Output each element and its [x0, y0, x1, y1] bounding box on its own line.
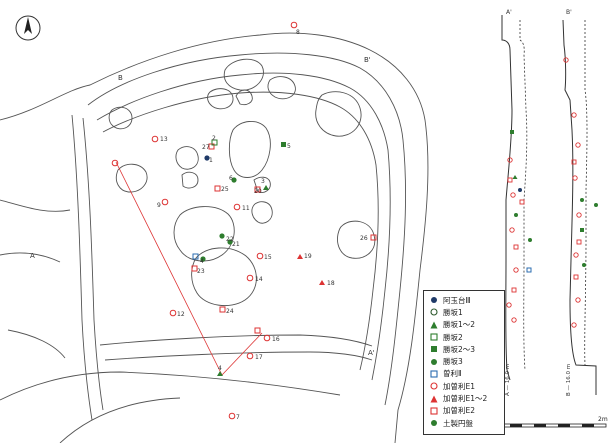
open-square-symbol-icon	[430, 333, 438, 341]
pit-label: 12	[177, 311, 185, 318]
pit-label: 20	[254, 188, 262, 195]
pit-label: 1	[209, 157, 213, 164]
pit-label: 25	[221, 186, 229, 193]
pit-label: 4	[218, 365, 222, 372]
pit-label: 8	[296, 29, 300, 36]
legend: 阿玉台Ⅲ 勝坂1 勝坂1〜2 勝坂2 勝坂2〜3 勝坂3 曽利Ⅱ 加曽利E1 加曽利E1〜2 加曽…	[423, 290, 505, 435]
pit-label: 18	[327, 280, 335, 287]
open-square-symbol-icon	[430, 407, 438, 415]
pit-label: 24	[226, 308, 234, 315]
pit-label: 19	[304, 253, 312, 260]
pit-label: 3	[261, 178, 265, 185]
pit-label: 11	[242, 205, 250, 212]
legend-item: 勝坂1〜2	[428, 319, 500, 331]
section-label-b-right-top: B'	[364, 56, 371, 64]
legend-label: 加曽利E1〜2	[443, 394, 488, 404]
legend-label: 土製円盤	[443, 418, 473, 428]
legend-label: 勝坂1	[443, 307, 463, 317]
legend-item: 加曽利E2	[428, 405, 500, 417]
filled-circle-symbol-icon	[431, 358, 437, 365]
pit-label: 21	[232, 241, 240, 248]
profile-left-bottom-label: A — 16.0 m	[505, 364, 511, 396]
legend-label: 加曽利E1	[443, 381, 476, 391]
open-circle-symbol-icon	[430, 308, 438, 316]
legend-label: 勝坂1〜2	[443, 320, 476, 330]
profile-right: B' B — 16.0 m	[562, 9, 598, 396]
legend-item: 土製円盤	[428, 417, 500, 429]
pit-label: 5	[287, 143, 291, 150]
profile-right-top-label: B'	[566, 9, 572, 16]
legend-label: 曽利Ⅱ	[443, 369, 462, 379]
pit-label: 17	[255, 354, 263, 361]
open-square-symbol-icon	[430, 370, 438, 378]
pit-label: 16	[272, 336, 280, 343]
legend-label: 勝坂2〜3	[443, 344, 476, 354]
artifact-markers: 13 27 1 2 5 6 3 25 11 20 22 21 9 4 15 14…	[111, 21, 377, 421]
legend-item: 加曽利E1〜2	[428, 392, 500, 404]
filled-square-symbol-icon	[431, 346, 437, 353]
pit-label: 26	[360, 235, 368, 242]
pit-label: 6	[229, 175, 233, 182]
filled-triangle-symbol-icon	[430, 395, 438, 403]
pit-label: 27	[202, 144, 210, 151]
boulder-outlines	[108, 58, 376, 307]
north-arrow-icon	[15, 15, 41, 41]
section-labels: B B' A A'	[30, 56, 375, 357]
pit-label: 14	[255, 276, 263, 283]
legend-label: 加曽利E2	[443, 406, 476, 416]
pit-label: 22	[226, 236, 234, 243]
legend-item: 阿玉台Ⅲ	[428, 294, 500, 306]
section-line	[115, 161, 263, 376]
section-label-a-left: A	[30, 252, 35, 260]
open-circle-symbol-icon	[430, 382, 438, 390]
legend-item: 勝坂3	[428, 355, 500, 367]
pit-label: 4	[200, 258, 204, 265]
legend-label: 勝坂3	[443, 357, 463, 367]
pit-label: 7	[236, 414, 240, 421]
legend-item: 勝坂1	[428, 306, 500, 318]
legend-label: 勝坂2	[443, 332, 463, 342]
terrain-contours	[0, 32, 429, 443]
profile-right-bottom-label: B — 16.0 m	[566, 364, 572, 396]
legend-item: 勝坂2	[428, 331, 500, 343]
filled-circle-symbol-icon	[431, 420, 437, 427]
filled-triangle-symbol-icon	[430, 321, 438, 329]
legend-item: 曽利Ⅱ	[428, 368, 500, 380]
filled-circle-symbol-icon	[431, 297, 437, 304]
pit-label: 9	[157, 202, 161, 209]
scale-max-label: 2m	[598, 416, 608, 423]
pit-label: 2	[212, 135, 216, 142]
profile-left: A' A — 16.0 m	[501, 9, 532, 396]
legend-item: 加曽利E1	[428, 380, 500, 392]
profile-left-top-label: A'	[506, 9, 512, 16]
section-label-a-right: A'	[368, 349, 375, 357]
pit-label: 23	[197, 268, 205, 275]
legend-item: 勝坂2〜3	[428, 343, 500, 355]
pit-label: 13	[160, 136, 168, 143]
legend-label: 阿玉台Ⅲ	[443, 295, 471, 305]
section-label-b-top: B	[118, 74, 123, 82]
pit-label: 15	[264, 254, 272, 261]
